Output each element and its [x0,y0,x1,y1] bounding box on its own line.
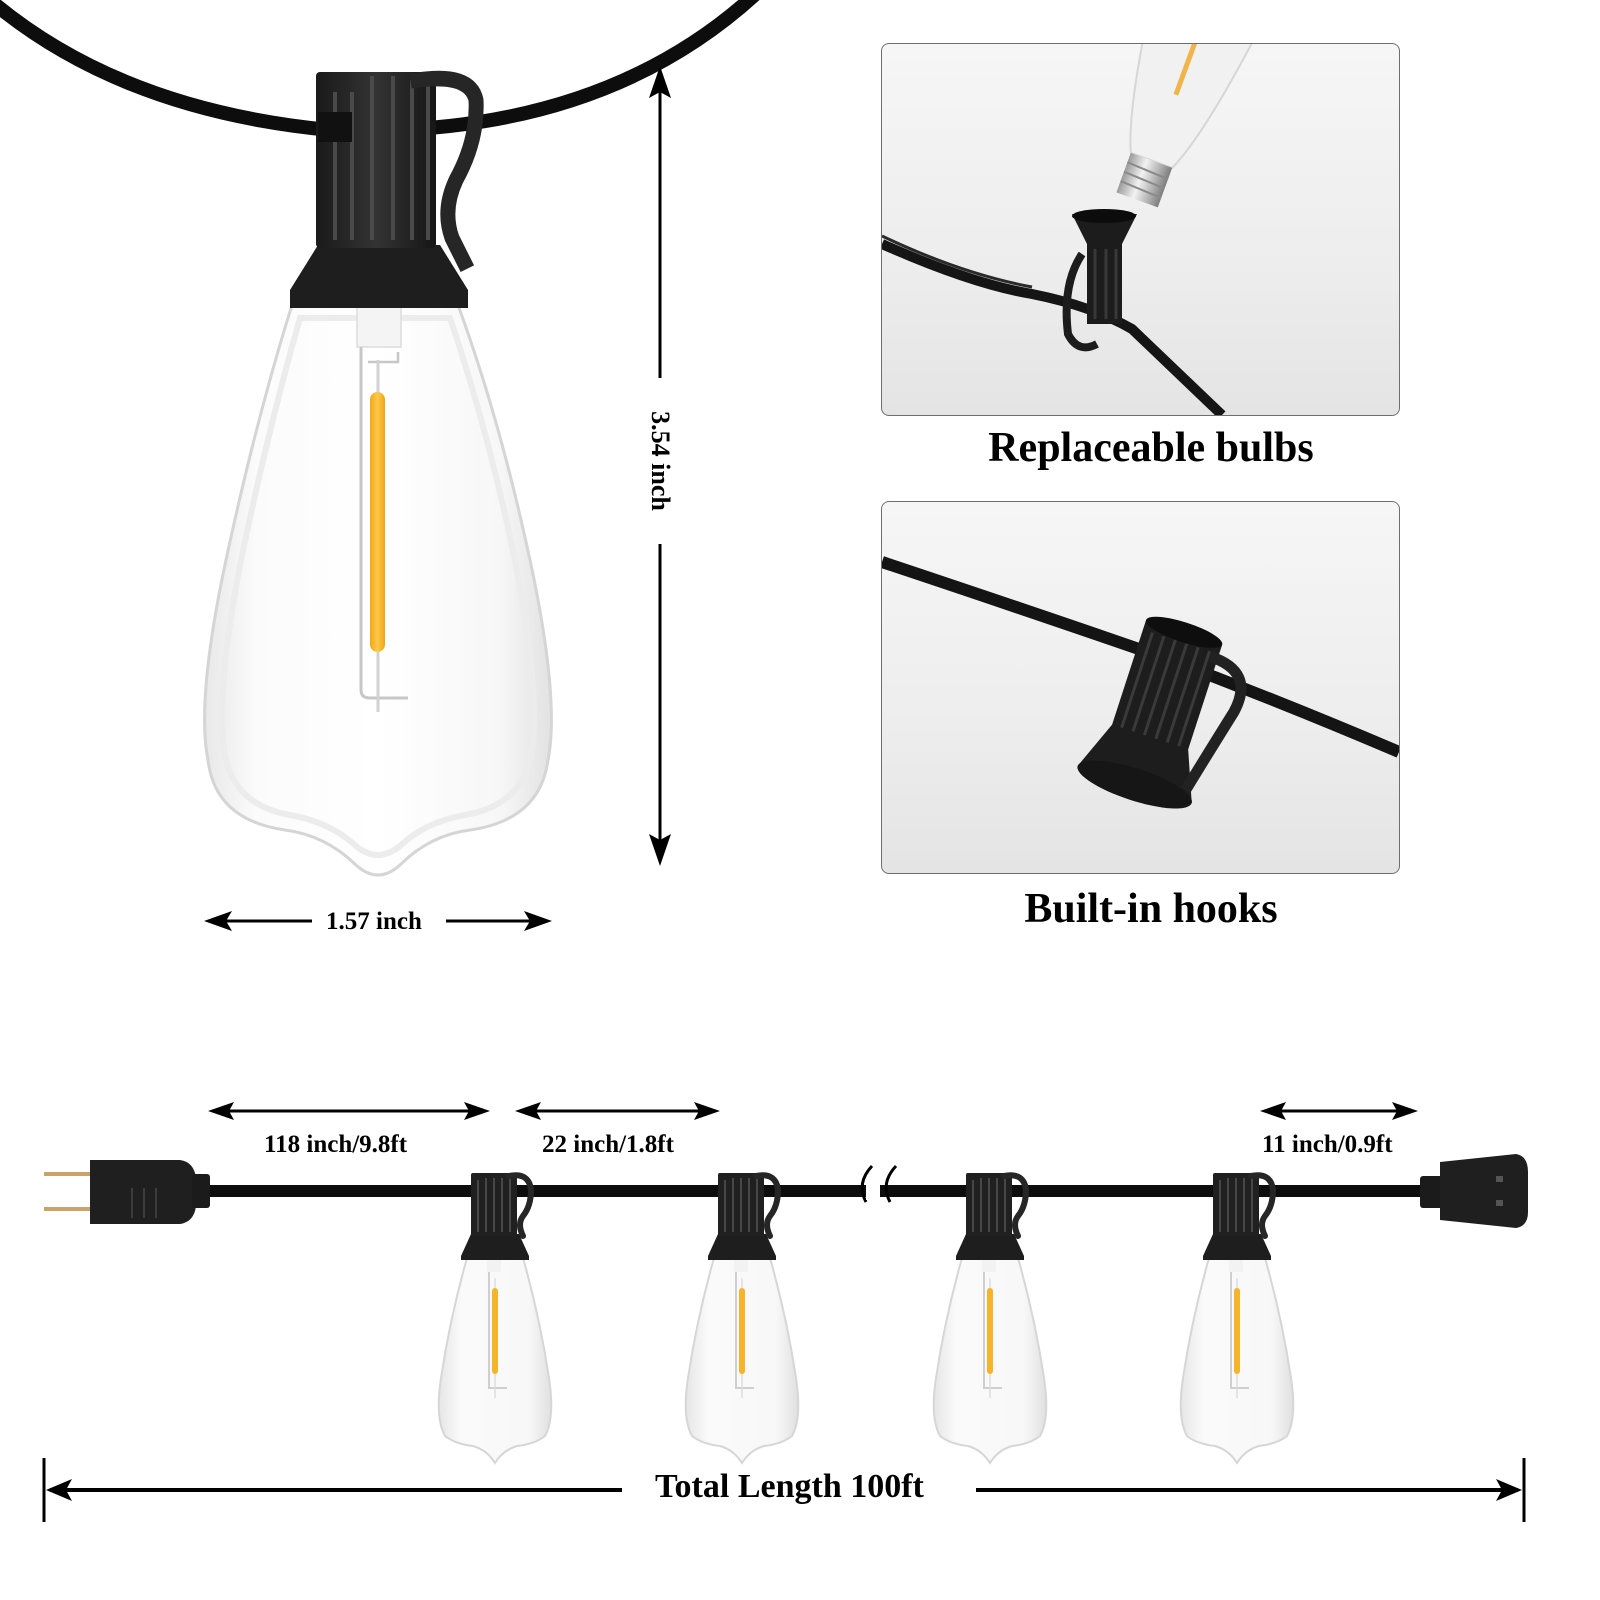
string-bulb-3 [934,1173,1047,1463]
feature-photo-replaceable-bulbs [881,43,1400,416]
width-label: 1.57 inch [326,908,422,935]
segment-arrow-spacing [515,1102,720,1120]
socket-base [290,245,468,308]
bulb-filament [370,392,385,652]
male-plug-icon [44,1160,210,1224]
feature-caption-replaceable-bulbs: Replaceable bulbs [988,425,1314,471]
string-bulb-2 [686,1173,799,1463]
female-connector-icon [1420,1154,1528,1228]
segment-arrow-last [1260,1102,1418,1120]
total-length-label: Total Length 100ft [655,1468,924,1505]
string-bulb-1 [439,1173,552,1463]
width-dimension-arrow [204,911,552,931]
socket-hook [409,70,484,273]
segment-label-spacing: 22 inch/1.8ft [542,1131,674,1158]
total-length-arrow [42,1458,1526,1522]
string-bulb-4 [1181,1173,1294,1463]
segment-label-last: 11 inch/0.9ft [1262,1131,1393,1158]
height-dimension-arrow [649,66,671,866]
feature-photo-built-in-hooks [881,501,1400,874]
built-in-hook-photo-illustration [882,556,1399,809]
feature-caption-built-in-hooks: Built-in hooks [1024,886,1278,932]
segment-arrow-first [208,1102,490,1120]
cable-break-icon [860,1164,898,1203]
segment-label-first: 118 inch/9.8ft [264,1131,408,1158]
replaceable-bulb-photo-illustration [882,44,1256,415]
